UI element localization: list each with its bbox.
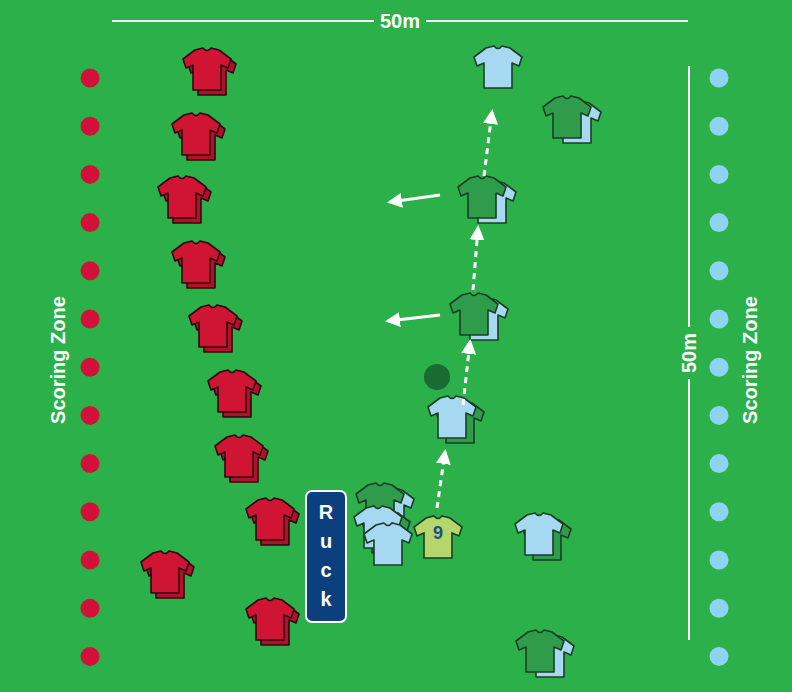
attacking-players	[354, 46, 601, 677]
player-shirt	[428, 396, 476, 438]
player-shirt	[158, 176, 206, 218]
player-shirt	[364, 523, 412, 565]
zone-label: Scoring Zone	[738, 290, 762, 430]
scoring-marker	[710, 69, 729, 88]
player-shirt	[414, 516, 462, 558]
scoring-marker	[81, 406, 100, 425]
scoring-marker	[81, 454, 100, 473]
scoring-marker	[710, 502, 729, 521]
scoring-marker	[81, 117, 100, 136]
scoring-marker	[710, 213, 729, 232]
scoring-marker	[81, 358, 100, 377]
defending-players	[141, 48, 299, 645]
player-shirt	[172, 113, 220, 155]
scoring-marker	[710, 261, 729, 280]
ball-marker	[424, 364, 450, 390]
scoring-marker	[81, 69, 100, 88]
player-shirt	[543, 96, 591, 138]
scoring-marker	[710, 647, 729, 666]
player-shirt	[450, 293, 498, 335]
scoring-marker	[710, 599, 729, 618]
scoring-marker	[81, 261, 100, 280]
scoring-marker	[710, 551, 729, 570]
scoring-marker	[81, 502, 100, 521]
player-shirt	[172, 241, 220, 283]
scoring-marker	[81, 647, 100, 666]
scrum-half-shirt: 9	[413, 514, 463, 560]
ruck-box: Ruck	[305, 490, 347, 623]
ruck-label: Ruck	[317, 498, 335, 614]
player-shirt	[458, 176, 506, 218]
player-shirt	[515, 513, 563, 555]
scoring-marker	[81, 551, 100, 570]
player-shirt	[246, 598, 294, 640]
run-arrow	[390, 195, 440, 202]
player-shirt	[516, 630, 564, 672]
player-shirt	[183, 48, 231, 90]
pass-arrow	[473, 228, 478, 290]
shirt-number: 9	[413, 523, 463, 543]
scoring-marker	[81, 165, 100, 184]
scoring-marker	[81, 310, 100, 329]
player-shirt	[474, 46, 522, 88]
scoring-marker	[710, 358, 729, 377]
scoring-marker	[81, 599, 100, 618]
zone-label: Scoring Zone	[46, 290, 70, 430]
dimension-label: 50m	[677, 327, 701, 379]
scoring-marker	[710, 406, 729, 425]
scoring-marker	[710, 165, 729, 184]
player-shirt	[189, 305, 237, 347]
player-shirt	[208, 370, 256, 412]
pass-arrow	[484, 112, 492, 176]
player-shirt	[215, 435, 263, 477]
pass-arrow	[463, 342, 470, 405]
scoring-marker	[710, 454, 729, 473]
run-arrow	[388, 315, 440, 321]
pass-arrow	[437, 452, 445, 508]
player-shirt	[246, 498, 294, 540]
player-shirt	[141, 551, 189, 593]
dimension-label: 50m	[374, 9, 426, 33]
scoring-marker	[81, 213, 100, 232]
scoring-marker	[710, 310, 729, 329]
scoring-marker	[710, 117, 729, 136]
